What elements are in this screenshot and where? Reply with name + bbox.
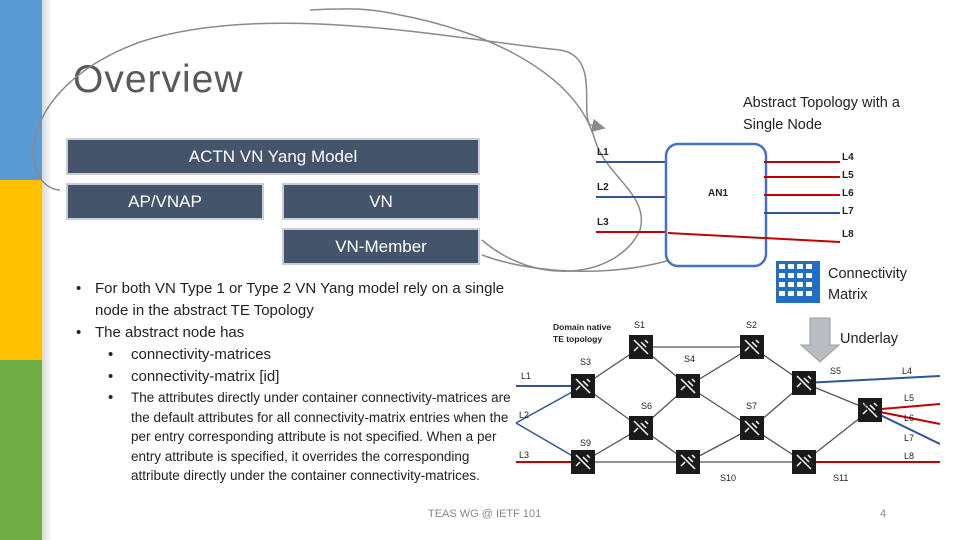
topology-title: TE topology	[553, 334, 602, 344]
abstract-link	[667, 232, 841, 243]
footer-text: TEAS WG @ IETF 101	[428, 508, 542, 520]
node-label: S2	[746, 320, 757, 330]
bullet-item: The abstract node has	[76, 322, 516, 344]
sub-bullet-item: connectivity-matrix [id]	[76, 366, 516, 388]
link-line	[640, 346, 689, 387]
link-label: L8	[842, 229, 854, 240]
link-label: L7	[842, 206, 854, 217]
connectivity-matrix-label: Connectivity Matrix	[828, 266, 907, 303]
sub-bullet-item: The attributes directly under container …	[76, 388, 516, 486]
switch-icon	[858, 398, 882, 422]
node-label: S10	[720, 473, 736, 483]
node-label: S8	[858, 401, 869, 411]
bullet-list: For both VN Type 1 or Type 2 VN Yang mod…	[76, 278, 516, 486]
link-line	[515, 422, 584, 463]
link-line	[751, 346, 805, 384]
sub-bullet-item: connectivity-matrices	[76, 344, 516, 366]
link-label: L3	[597, 217, 609, 228]
link-line	[803, 382, 871, 411]
link-line	[803, 375, 941, 384]
link-label: L6	[842, 188, 854, 199]
switch-icon	[792, 371, 816, 395]
link-line	[869, 409, 941, 425]
link-line	[640, 385, 689, 429]
switch-icon	[740, 335, 764, 359]
link-line	[751, 427, 805, 463]
link-line	[687, 385, 753, 429]
link-line	[869, 403, 941, 411]
switch-icon	[676, 374, 700, 398]
link-label: L1	[597, 147, 609, 158]
link-line	[687, 427, 753, 463]
vn-box: VN	[282, 183, 480, 220]
curve-arrow-vn	[481, 239, 717, 273]
node-label-an1: AN1	[708, 188, 728, 199]
switch-icon	[676, 450, 700, 474]
stripe-shadow	[42, 0, 52, 540]
topology-title: Domain native	[553, 322, 611, 332]
bullet-item: For both VN Type 1 or Type 2 VN Yang mod…	[76, 278, 516, 322]
switch-icon	[629, 335, 653, 359]
down-arrow-icon	[799, 317, 841, 363]
node-label: S3	[580, 357, 591, 367]
actn-vn-model-box: ACTN VN Yang Model	[66, 138, 480, 175]
link-label: L7	[904, 433, 914, 443]
link-label: L2	[519, 410, 529, 420]
abstract-topology-note: Abstract Topology with a Single Node	[743, 95, 900, 133]
link-label: L5	[904, 393, 914, 403]
link-line	[582, 385, 642, 429]
link-line	[640, 427, 689, 463]
link-line	[751, 382, 805, 429]
link-label: L5	[842, 170, 854, 181]
node-label: S5	[830, 366, 841, 376]
link-label: L4	[902, 366, 912, 376]
page-number: 4	[880, 508, 887, 520]
ap-vnap-box: AP/VNAP	[66, 183, 264, 220]
link-label: L1	[521, 371, 531, 381]
node-label: S7	[746, 401, 757, 411]
switch-icon	[740, 416, 764, 440]
slide-title: Overview	[73, 58, 244, 101]
link-line	[869, 409, 941, 445]
abstract-node	[664, 142, 768, 268]
switch-icon	[792, 450, 816, 474]
accent-stripe-yellow	[0, 180, 42, 360]
link-line	[515, 385, 584, 424]
link-line	[803, 409, 871, 463]
accent-stripe-blue	[0, 0, 42, 180]
link-label: L6	[904, 413, 914, 423]
link-label: L2	[597, 182, 609, 193]
underlay-label: Underlay	[840, 331, 899, 347]
vn-member-box: VN-Member	[282, 228, 480, 265]
node-label: S4	[684, 354, 695, 364]
abstract-node-diagram: AN1 L1 L2 L3 L4 L5 L6 L7 L8	[596, 142, 854, 268]
node-label: S11	[833, 473, 848, 483]
switch-icon	[571, 374, 595, 398]
matrix-icon	[776, 261, 820, 303]
link-line	[582, 346, 642, 387]
accent-stripe-green	[0, 360, 42, 540]
link-label: L4	[842, 152, 854, 163]
link-line	[687, 346, 753, 387]
node-label: S6	[641, 401, 652, 411]
node-label: S9	[580, 438, 591, 448]
link-label: L8	[904, 451, 914, 461]
switch-icon	[629, 416, 653, 440]
link-label: L3	[519, 450, 529, 460]
switch-icon	[571, 450, 595, 474]
node-label: S1	[634, 320, 645, 330]
link-line	[582, 427, 642, 463]
